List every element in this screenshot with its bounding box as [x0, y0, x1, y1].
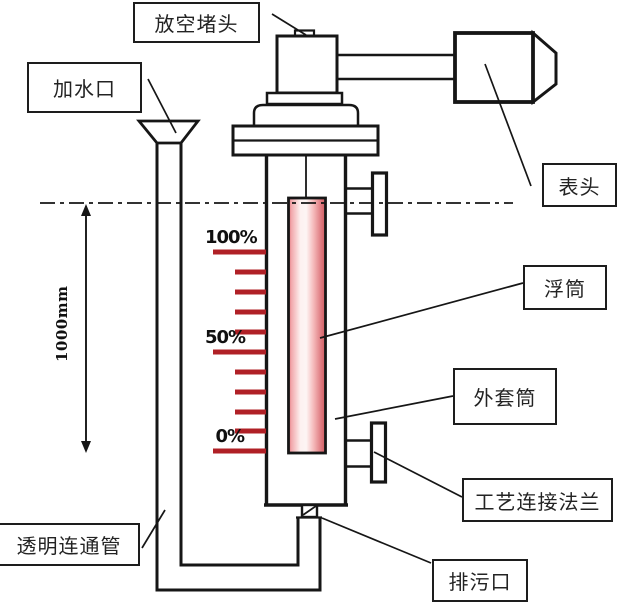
label-transparent-pipe-text: 透明连通管	[16, 536, 122, 558]
top-flange-graphic	[231, 124, 380, 157]
dimension-label: 1000mm	[53, 285, 71, 363]
displacer-graphic	[287, 196, 327, 455]
label-process-flange: 工艺连接法兰	[462, 478, 613, 522]
dimension-arrow	[81, 204, 91, 453]
scale-ticks	[213, 249, 266, 454]
label-water-inlet-text: 加水口	[53, 79, 116, 101]
label-process-flange-text: 工艺连接法兰	[474, 491, 601, 514]
funnel-graphic	[136, 119, 201, 145]
label-drain-port-text: 排污口	[448, 572, 512, 594]
drain-port-graphic	[296, 503, 322, 519]
process-flange-upper-graphic	[346, 171, 389, 237]
label-meter-head-text: 表头	[558, 176, 601, 199]
pointer-lines	[141, 13, 532, 564]
scale-label-100: 100%	[205, 227, 258, 248]
label-displacer: 浮筒	[523, 265, 607, 310]
label-vent-plug: 放空堵头	[133, 2, 260, 43]
label-drain-port: 排污口	[432, 559, 528, 602]
transparent-pipe-graphic	[155, 143, 322, 592]
process-flange-lower-graphic	[346, 421, 388, 484]
label-outer-sleeve: 外套筒	[453, 368, 557, 425]
label-meter-head: 表头	[542, 163, 617, 207]
label-outer-sleeve-text: 外套筒	[473, 388, 537, 410]
label-water-inlet: 加水口	[27, 62, 142, 113]
label-displacer-text: 浮筒	[544, 279, 586, 301]
label-vent-plug-text: 放空堵头	[154, 14, 239, 36]
meter-head-graphic	[453, 29, 558, 106]
scale-label-50: 50%	[205, 327, 246, 348]
scale-label-0: 0%	[215, 426, 245, 447]
head-assembly-graphic	[252, 29, 457, 128]
label-transparent-pipe: 透明连通管	[0, 523, 140, 566]
